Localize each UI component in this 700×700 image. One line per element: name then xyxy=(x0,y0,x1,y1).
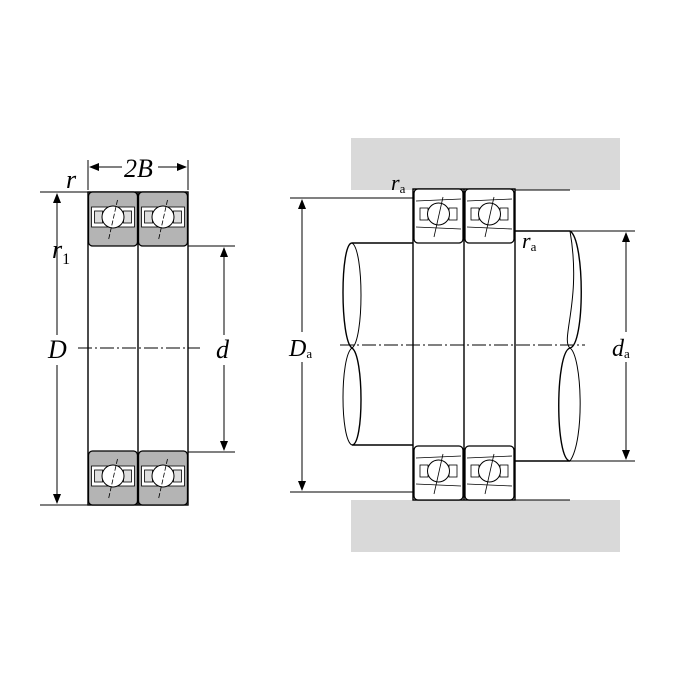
bearing-section-view: 2B r r1 D d xyxy=(40,154,235,506)
label-da: da xyxy=(612,336,630,362)
label-D: D xyxy=(47,335,67,364)
label-d: d xyxy=(216,335,230,364)
ball-row-top-left xyxy=(87,191,139,247)
label-ra-shaft: ra xyxy=(522,228,537,254)
label-Da: Da xyxy=(288,336,312,362)
ball-row-bottom-right xyxy=(137,450,189,506)
label-r: r xyxy=(66,165,77,194)
label-ra-housing: ra xyxy=(391,170,406,196)
ball-row-bottom-right xyxy=(464,445,515,501)
housing-top xyxy=(351,138,620,190)
label-2B: 2B xyxy=(124,154,153,183)
ball-row-top-left xyxy=(413,188,464,244)
ball-row-bottom-left xyxy=(413,445,464,501)
ball-row-bottom-left xyxy=(87,450,139,506)
mounting-view: ra ra Da da xyxy=(288,138,635,552)
ball-row-top-right xyxy=(137,191,189,247)
label-r1: r1 xyxy=(52,235,70,268)
housing-bottom xyxy=(351,500,620,552)
shaft xyxy=(342,230,635,462)
ball-row-top-right xyxy=(464,188,515,244)
